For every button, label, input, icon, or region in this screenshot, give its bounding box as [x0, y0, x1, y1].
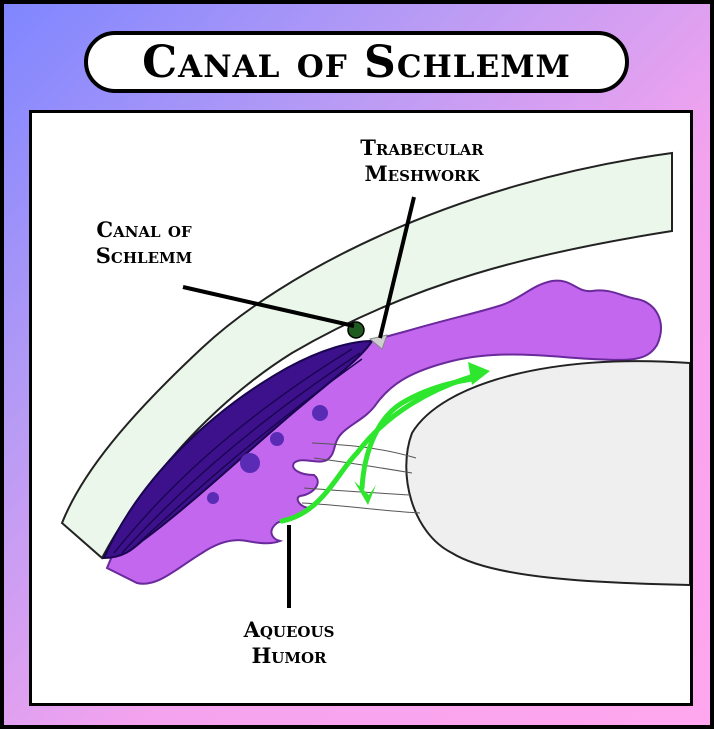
label-line: Meshwork [364, 161, 480, 186]
leader-lines [182, 196, 416, 608]
background-frame: Canal of Schlemm [4, 4, 710, 725]
title-banner: Canal of Schlemm [84, 31, 629, 93]
iris-ciliary-body [105, 279, 662, 585]
ciliary-processes [207, 405, 328, 504]
ciliary-muscle [102, 339, 374, 560]
diagram-panel: Trabecular Meshwork Canal of Schlemm Aqu… [29, 110, 693, 706]
lens [405, 360, 690, 587]
eye-angle-diagram [60, 151, 690, 608]
aqueous-flow-arrows [279, 372, 480, 524]
label-canal-of-schlemm: Canal of Schlemm [74, 217, 214, 269]
arrow-heads [354, 362, 490, 505]
label-line: Trabecular [360, 135, 484, 160]
label-line: Humor [251, 643, 327, 668]
page-title: Canal of Schlemm [142, 36, 571, 88]
muscle-fibers [113, 348, 363, 554]
label-line: Canal of [96, 217, 192, 242]
label-trabecular-meshwork: Trabecular Meshwork [332, 135, 512, 187]
label-aqueous-humor: Aqueous Humor [222, 617, 356, 669]
label-line: Schlemm [95, 243, 193, 268]
label-line: Aqueous [243, 617, 335, 642]
cornea [60, 151, 673, 560]
